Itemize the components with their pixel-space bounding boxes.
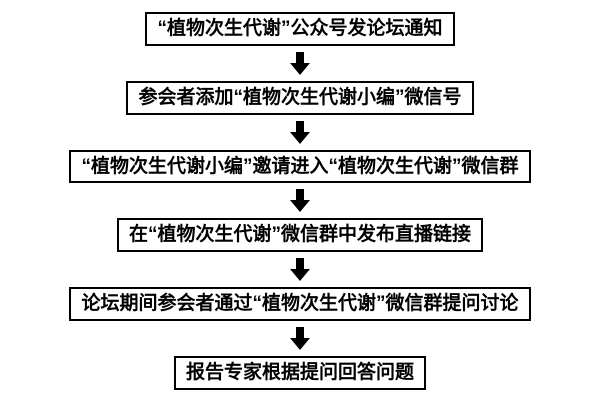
flow-step-1: “植物次生代谢”公众号发论坛通知 xyxy=(145,12,455,46)
down-arrow-icon xyxy=(290,189,310,213)
arrow-stem xyxy=(296,327,304,339)
arrow-head xyxy=(290,200,310,213)
arrow-head xyxy=(290,269,310,282)
down-arrow-icon xyxy=(290,258,310,282)
flow-step-2: 参会者添加“植物次生代谢小编”微信号 xyxy=(126,80,474,115)
arrow-head xyxy=(290,62,310,75)
flow-step-3: “植物次生代谢小编”邀请进入“植物次生代谢”微信群 xyxy=(69,149,531,184)
arrow-head xyxy=(290,131,310,144)
arrow-head xyxy=(290,338,310,351)
arrow-stem xyxy=(296,51,304,63)
flow-step-6: 报告专家根据提问回答问题 xyxy=(173,356,426,390)
arrow-stem xyxy=(296,120,304,132)
down-arrow-icon xyxy=(290,327,310,351)
flow-step-4: 在“植物次生代谢”微信群中发布直播链接 xyxy=(116,218,483,253)
arrow-stem xyxy=(296,189,304,201)
down-arrow-icon xyxy=(290,120,310,144)
flow-step-5: 论坛期间参会者通过“植物次生代谢”微信群提问讨论 xyxy=(69,287,531,322)
down-arrow-icon xyxy=(290,51,310,75)
arrow-stem xyxy=(296,258,304,270)
